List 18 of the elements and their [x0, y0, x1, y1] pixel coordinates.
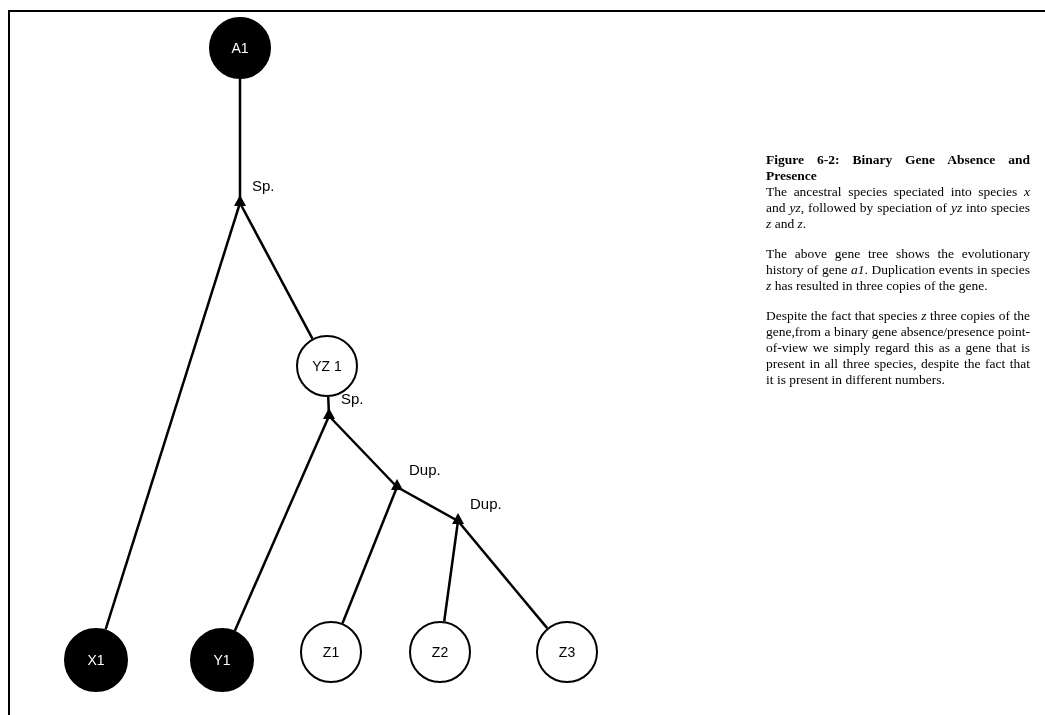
junction-marker	[452, 513, 464, 525]
event-label: Sp.	[341, 390, 364, 408]
junction-marker	[234, 195, 246, 207]
caption-paragraph: The above gene tree shows the evolutionary history of gene a1. Duplication events in species z has resulted in three copies of the gene.	[766, 246, 1030, 294]
node-label: YZ 1	[311, 358, 343, 374]
node-label: A1	[230, 40, 250, 56]
node-label: Z3	[557, 644, 577, 660]
node-label: Z2	[430, 644, 450, 660]
event-label: Dup.	[470, 495, 502, 513]
event-label: Sp.	[252, 177, 275, 195]
junction-marker	[323, 408, 335, 420]
node-label: X1	[86, 652, 106, 668]
caption-paragraph: Despite the fact that species z three copies of the gene,from a binary gene absence/presence point-of-view we simply regard this as a gene that is present in all three species, despite the fact that it is present in different numbers.	[766, 308, 1030, 388]
caption-paragraph: The ancestral species speciated into species x and yz, followed by speciation of yz into species z and z.	[766, 184, 1030, 232]
event-label: Dup.	[409, 461, 441, 479]
node-label: Z1	[321, 644, 341, 660]
node-label: Y1	[212, 652, 232, 668]
junction-marker	[391, 479, 403, 491]
